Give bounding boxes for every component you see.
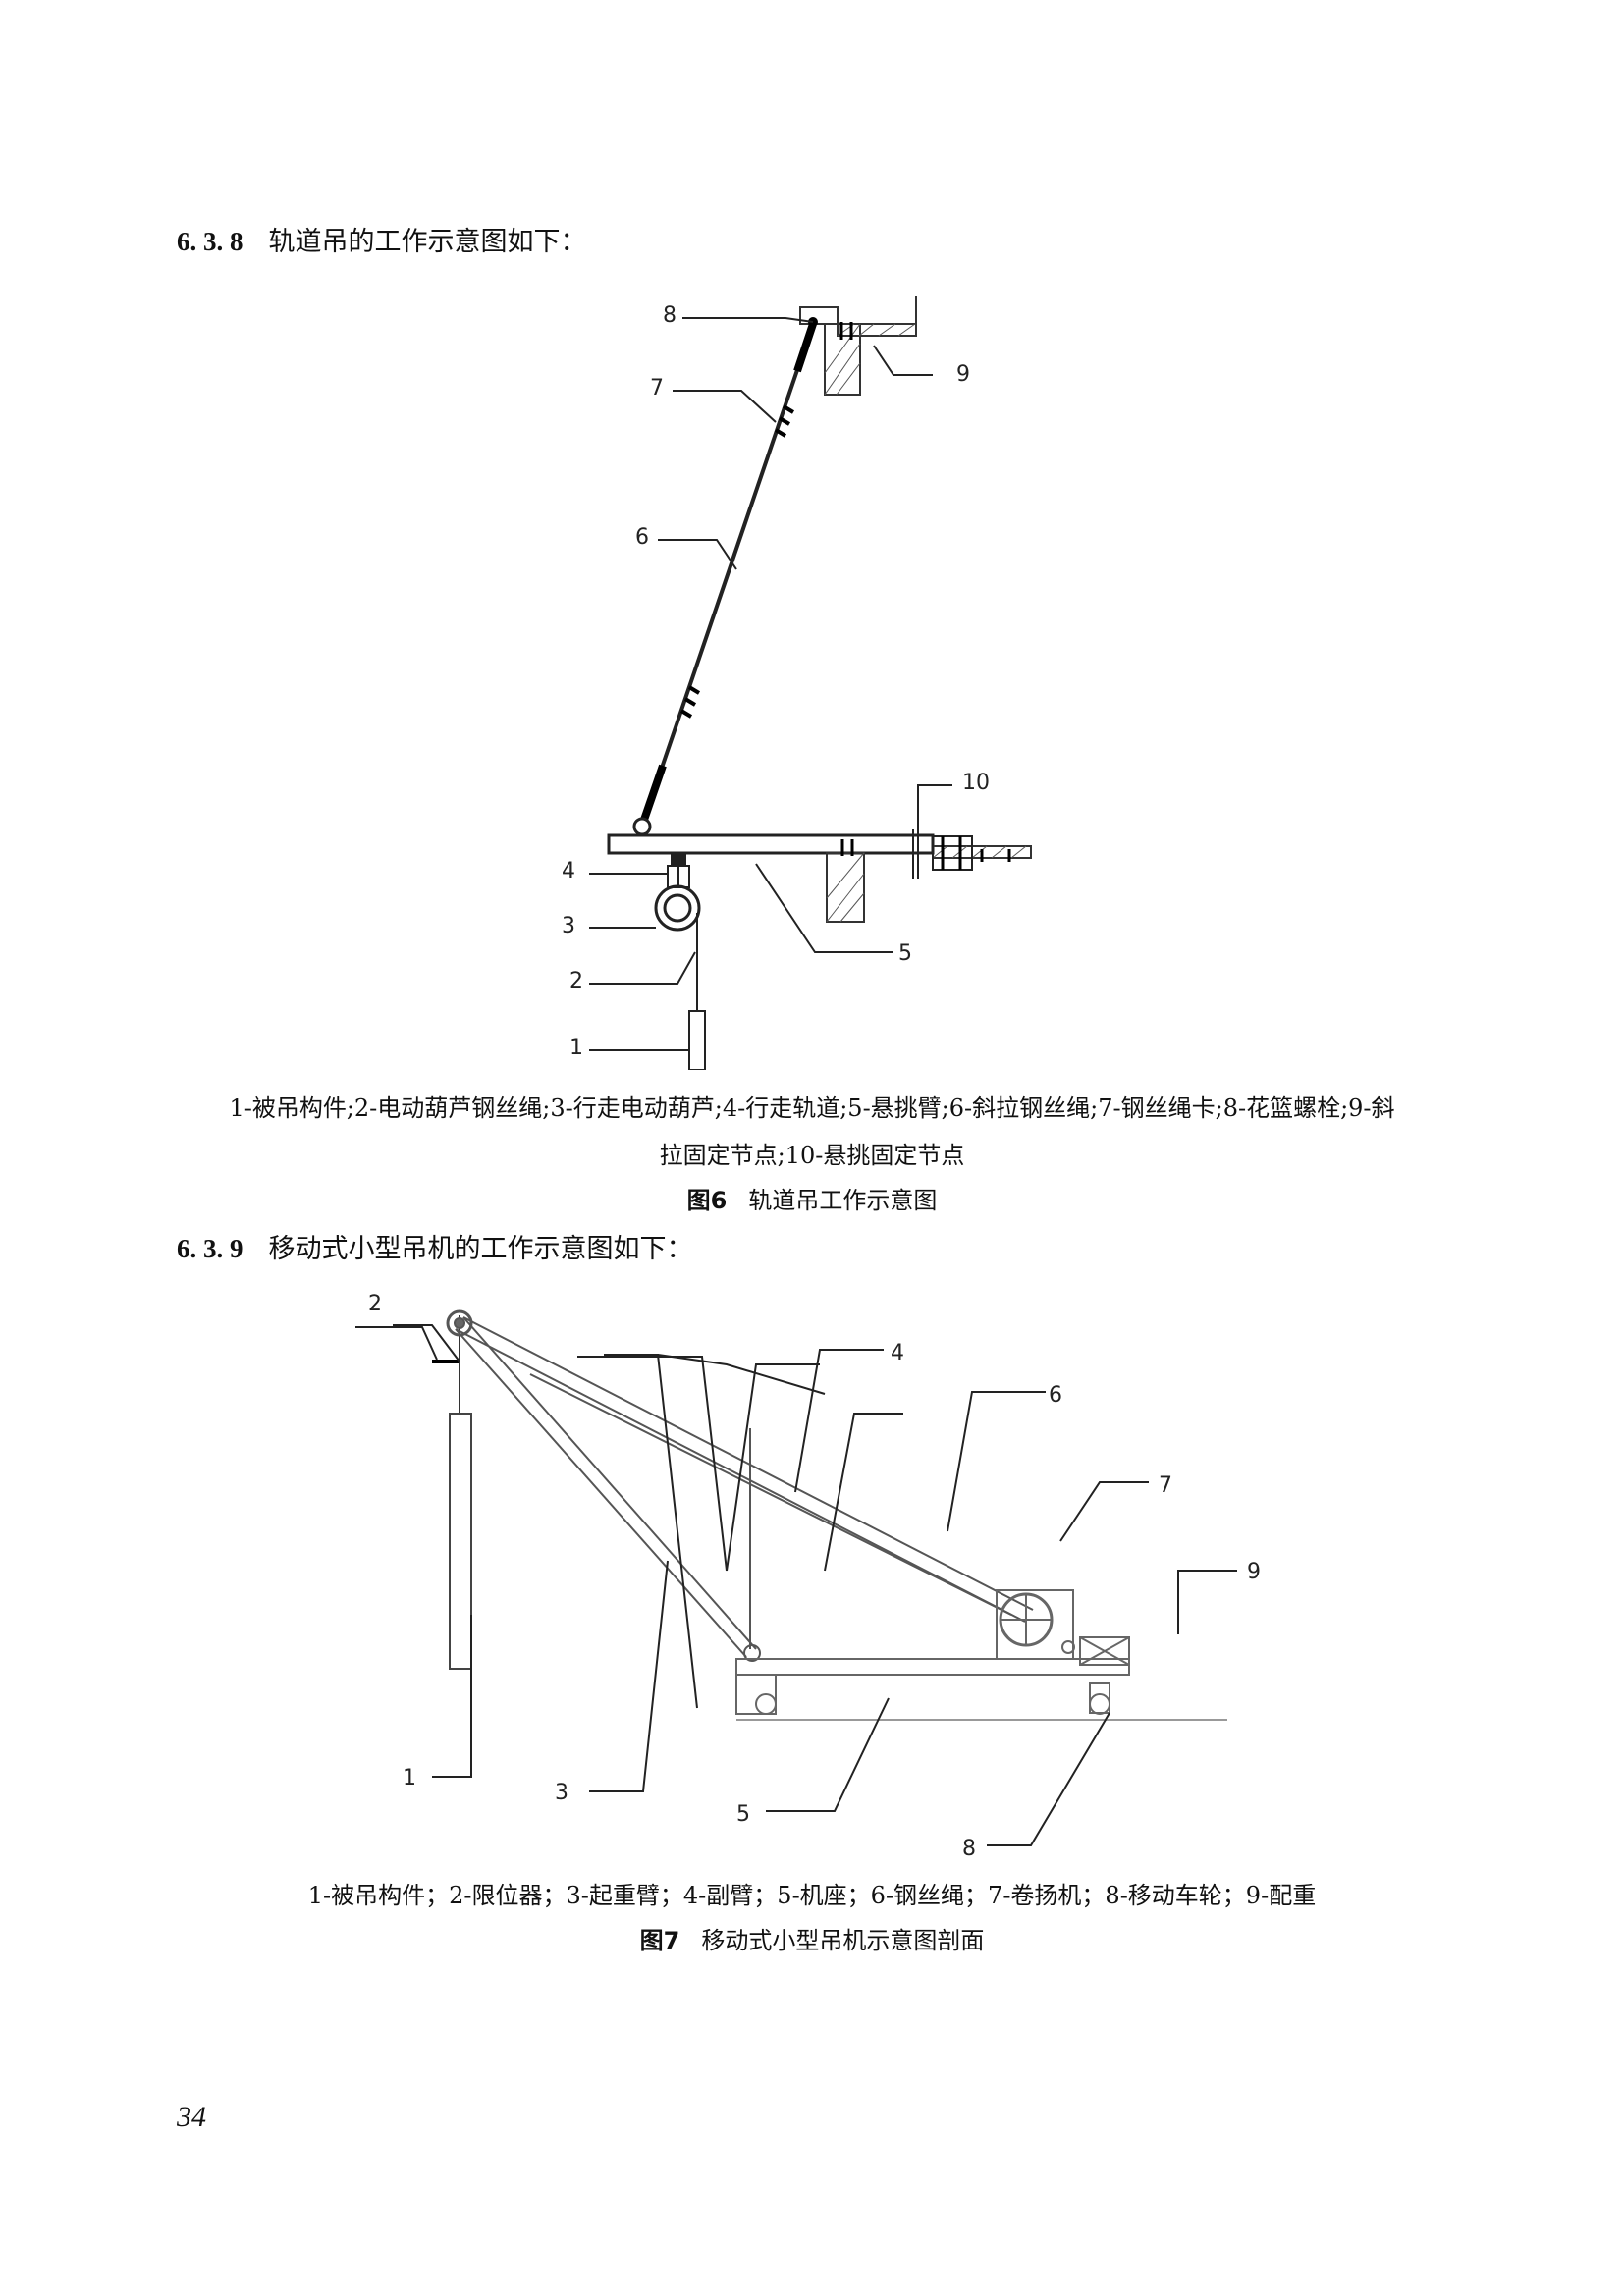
- figure-7-leader-paths: [355, 1326, 1237, 1846]
- section-number: 6. 3. 9: [177, 1234, 244, 1263]
- figure-7-title-text: 移动式小型吊机示意图剖面: [701, 1927, 985, 1954]
- diagonal-wire-rope: [632, 317, 818, 836]
- fig7-label-4: 4: [891, 1341, 904, 1365]
- base-frame: [735, 1589, 1227, 1721]
- figure-6-title-text: 轨道吊工作示意图: [748, 1187, 938, 1214]
- track-and-cantilever: [607, 829, 1032, 923]
- section-text: 移动式小型吊机的工作示意图如下：: [268, 1234, 693, 1264]
- fig6-label-4: 4: [562, 859, 575, 883]
- fig6-label-5: 5: [898, 941, 912, 966]
- section-heading-6-3-8: 6. 3. 8 轨道吊的工作示意图如下：: [177, 224, 587, 260]
- fig7-label-8: 8: [962, 1837, 976, 1861]
- figure-6-title: 图6 轨道吊工作示意图: [0, 1184, 1624, 1217]
- fig6-label-9: 9: [956, 362, 970, 387]
- section-number: 6. 3. 8: [177, 227, 244, 256]
- section-text: 轨道吊的工作示意图如下：: [268, 227, 587, 257]
- fig7-label-2-text: 2: [368, 1292, 382, 1316]
- figure-6-caption-line-1: 1-被吊构件;2-电动葫芦钢丝绳;3-行走电动葫芦;4-行走轨道;5-悬挑臂;6…: [229, 1095, 1395, 1122]
- fig6-label-3: 3: [562, 914, 575, 938]
- figure-7-title: 图7 移动式小型吊机示意图剖面: [0, 1924, 1624, 1957]
- fig6-label-7: 7: [650, 376, 664, 400]
- fig7-label-5: 5: [736, 1802, 750, 1827]
- section-heading-6-3-9: 6. 3. 9 移动式小型吊机的工作示意图如下：: [177, 1231, 693, 1267]
- figure-7-caption: 1-被吊构件；2-限位器；3-起重臂；4-副臂；5-机座；6-钢丝绳；7-卷扬机…: [307, 1882, 1317, 1909]
- figure-7-leader-lines: [393, 1324, 903, 1709]
- figure-6-diagram: 8 7 6 9 10 4 5 3 2 1: [562, 296, 1032, 1070]
- fig7-label-6: 6: [1049, 1383, 1062, 1408]
- fig7-label-7: 7: [1159, 1473, 1172, 1498]
- figure-6-leader-lines: [589, 317, 952, 1051]
- fig6-label-2: 2: [569, 969, 583, 993]
- page-number: 34: [177, 2101, 206, 2133]
- figure-6-number: 图6: [686, 1187, 728, 1214]
- fig6-label-1: 1: [569, 1036, 583, 1060]
- figure-7-number: 图7: [639, 1927, 680, 1954]
- upper-anchor-structure: [799, 296, 917, 396]
- fig6-label-8: 8: [663, 303, 677, 328]
- figure-7-diagram: 2: [393, 1309, 1227, 1721]
- fig6-label-6: 6: [635, 525, 649, 550]
- electric-hoist: [654, 853, 706, 1070]
- fig7-label-3: 3: [555, 1781, 568, 1805]
- figure-6-caption-line-2: 拉固定节点;10-悬挑固定节点: [659, 1142, 965, 1169]
- fig7-label-1: 1: [403, 1766, 416, 1790]
- fig7-label-9: 9: [1247, 1560, 1261, 1584]
- fig6-label-10: 10: [962, 771, 990, 795]
